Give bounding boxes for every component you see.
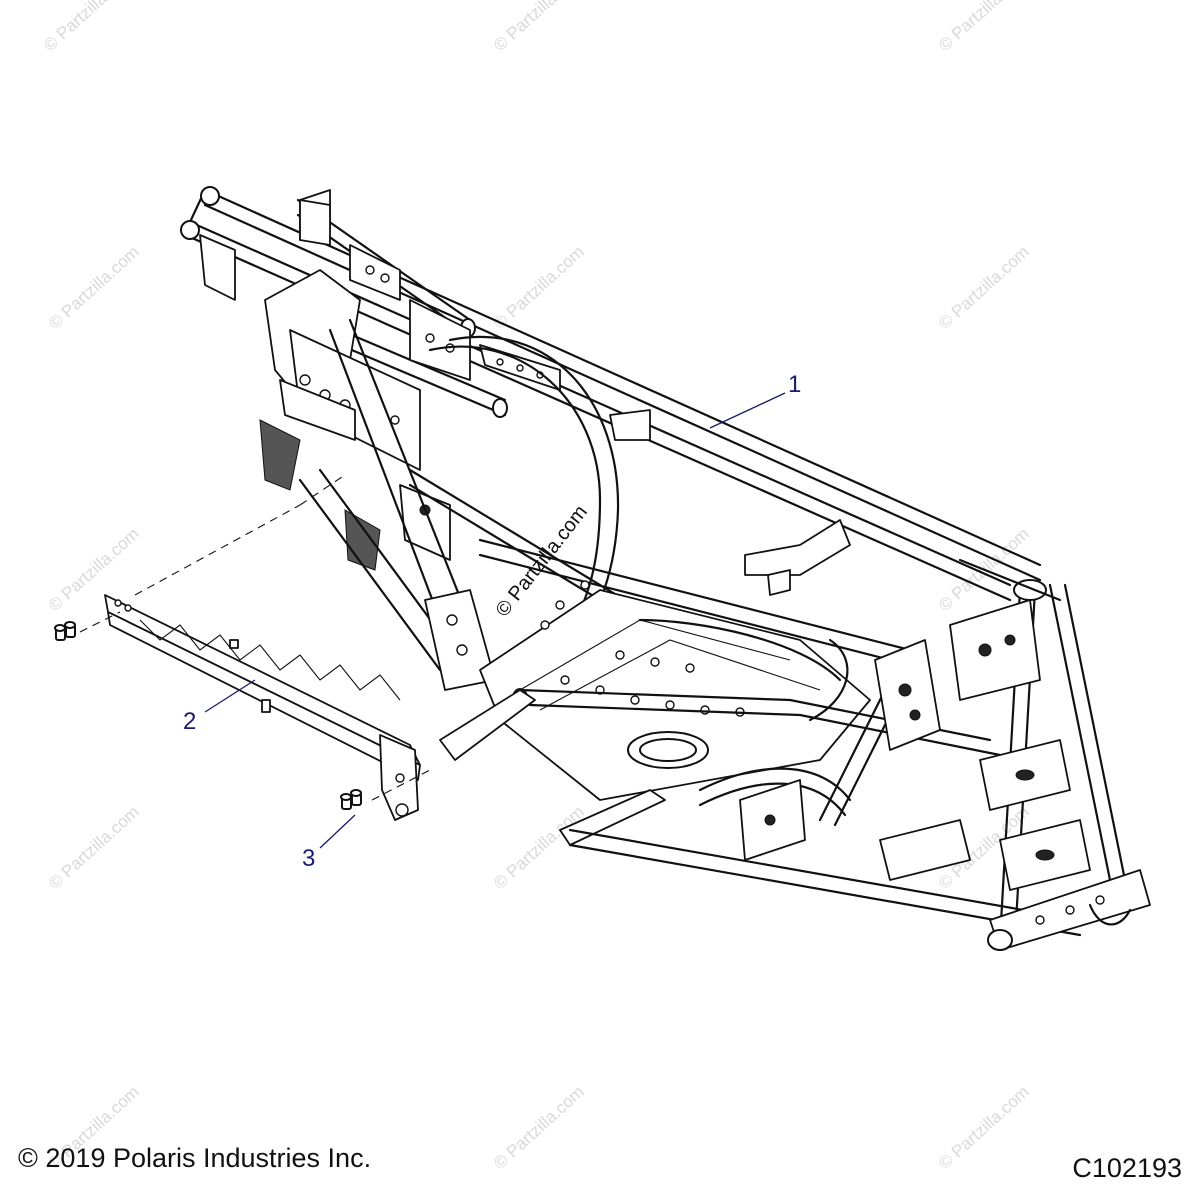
watermark: © Partzilla.com	[490, 0, 588, 55]
watermark: © Partzilla.com	[490, 802, 588, 893]
callout-3: 3	[302, 845, 316, 872]
leader-lines	[204, 392, 786, 849]
assembly-lines	[79, 474, 431, 801]
watermark: © Partzilla.com	[40, 0, 138, 55]
main-frame	[180, 186, 1151, 951]
watermark: © Partzilla.com	[45, 242, 143, 333]
watermark: © Partzilla.com	[45, 524, 143, 615]
watermark: © Partzilla.com	[490, 1082, 588, 1173]
copyright-notice: © 2019 Polaris Industries Inc.	[18, 1143, 372, 1173]
callout-1: 1	[788, 371, 802, 398]
watermark: © Partzilla.com	[935, 242, 1033, 333]
bolts-front	[340, 789, 362, 810]
watermark: © Partzilla.com	[490, 242, 588, 333]
callout-2: 2	[183, 708, 197, 735]
bolts-rear	[54, 621, 76, 641]
watermark: © Partzilla.com	[935, 1082, 1033, 1173]
rear-crossmember	[104, 594, 421, 821]
watermark: © Partzilla.com	[45, 802, 143, 893]
watermark-layer: © Partzilla.com © Partzilla.com © Partzi…	[40, 0, 1033, 1173]
watermark: © Partzilla.com	[935, 0, 1033, 55]
drawing-code: C102193	[1072, 1153, 1182, 1183]
